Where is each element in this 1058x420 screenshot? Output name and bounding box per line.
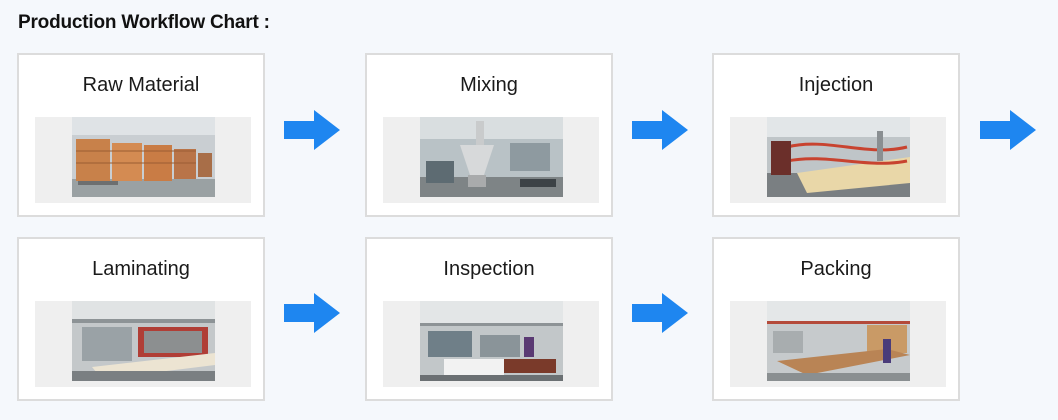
mixing-machine-photo: [420, 117, 563, 197]
step-card-raw-material: Raw Material: [17, 53, 265, 217]
photo-frame: [383, 117, 599, 203]
inspection-line-photo: [420, 301, 563, 381]
right-arrow-icon: [980, 110, 1036, 150]
right-arrow-icon: [632, 293, 688, 333]
step-card-injection: Injection: [712, 53, 960, 217]
photo-frame: [35, 301, 251, 387]
packing-area-photo: [767, 301, 910, 381]
photo-frame: [35, 117, 251, 203]
extrusion-line-photo: [767, 117, 910, 197]
right-arrow-icon: [284, 293, 340, 333]
step-card-inspection: Inspection: [365, 237, 613, 401]
step-label: Injection: [798, 74, 874, 96]
photo-frame: [383, 301, 599, 387]
step-card-packing: Packing: [712, 237, 960, 401]
warehouse-pallets-photo: [72, 117, 215, 197]
photo-frame: [730, 117, 946, 203]
step-card-laminating: Laminating: [17, 237, 265, 401]
step-label: Packing: [800, 258, 872, 280]
right-arrow-icon: [632, 110, 688, 150]
step-label: Laminating: [92, 258, 190, 280]
right-arrow-icon: [284, 110, 340, 150]
step-label: Mixing: [460, 74, 518, 96]
photo-frame: [730, 301, 946, 387]
step-card-mixing: Mixing: [365, 53, 613, 217]
laminating-machine-photo: [72, 301, 215, 381]
step-label: Inspection: [443, 258, 535, 280]
step-label: Raw Material: [82, 74, 200, 96]
page-title: Production Workflow Chart :: [18, 12, 270, 33]
